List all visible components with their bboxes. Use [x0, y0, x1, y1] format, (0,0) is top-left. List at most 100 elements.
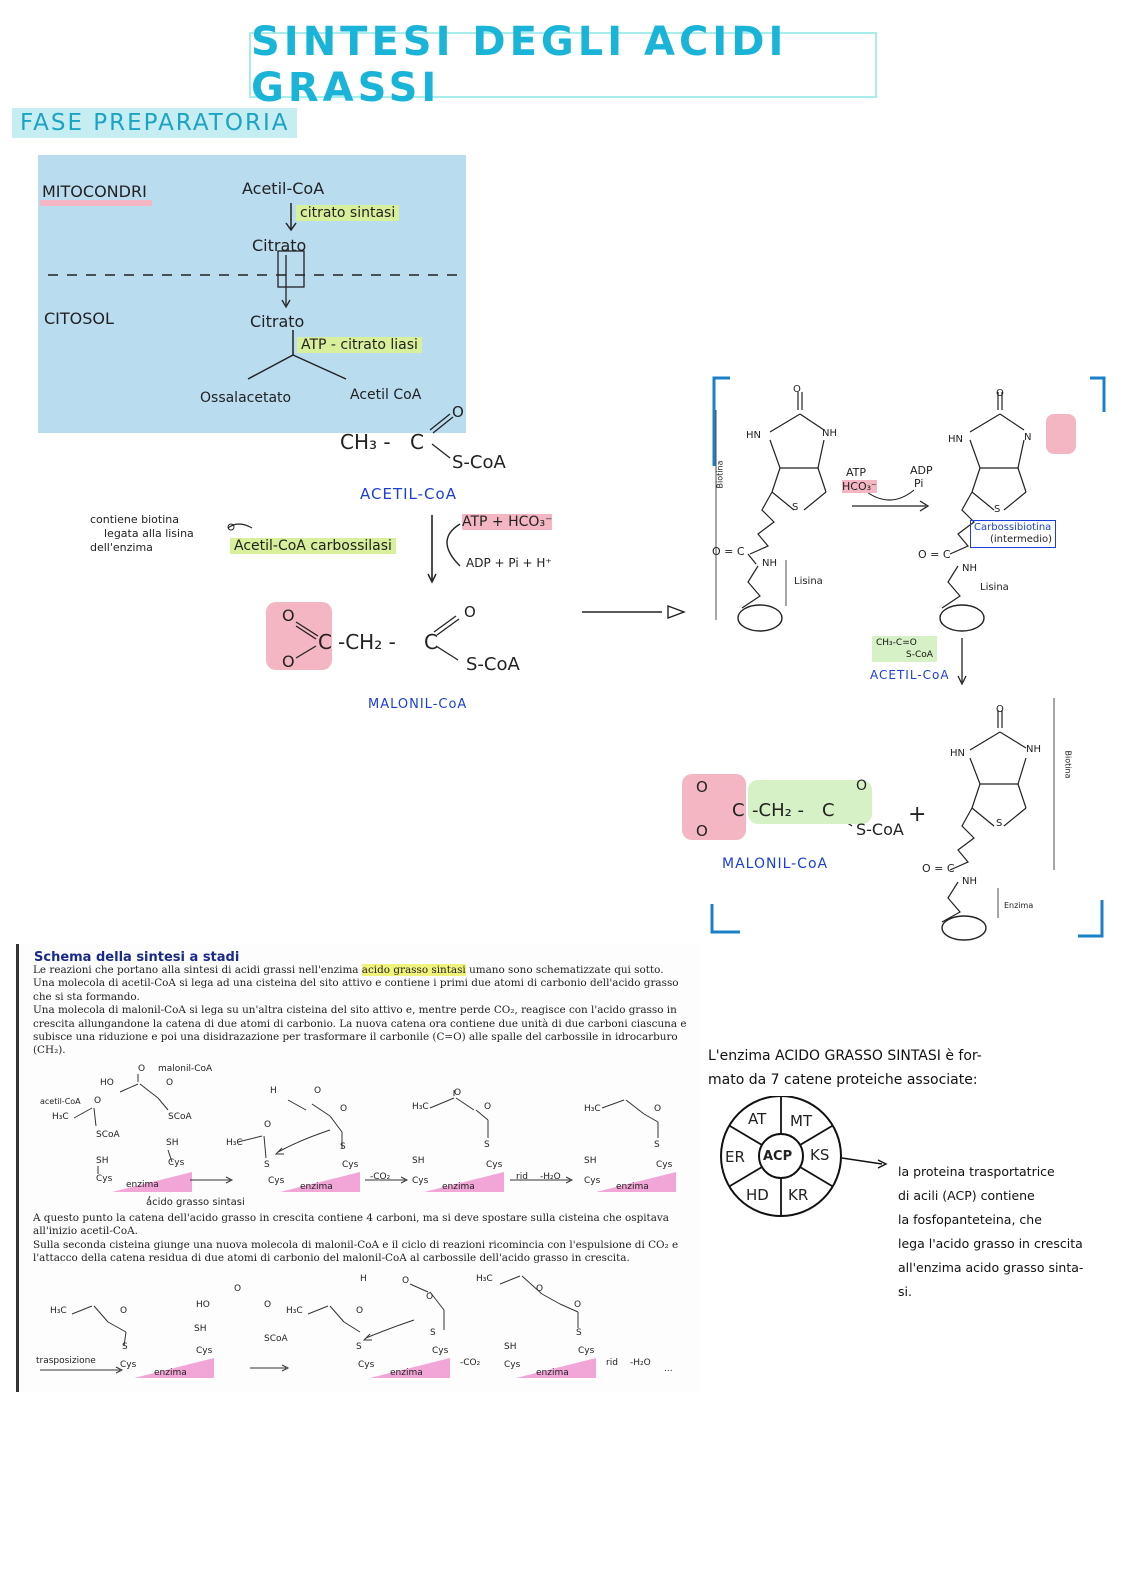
scheme-p3: Una molecola di malonil-CoA si lega su u… — [33, 1004, 687, 1057]
o-label-1b: O — [166, 1078, 174, 1088]
cys-label-4a: Cys — [584, 1176, 601, 1186]
o-label-2b: O — [340, 1104, 348, 1114]
malonyl2-c: C — [732, 800, 745, 821]
o-label-6b: O — [264, 1300, 272, 1310]
ellipsis: ... — [664, 1364, 673, 1374]
sh-label-1b: SH — [96, 1156, 109, 1166]
carboxy-highlight-2 — [1046, 414, 1076, 454]
acp-intro-l1: L'enzima ACIDO GRASSO SINTASI è for- — [708, 1048, 982, 1064]
cys-label-1b: Cys — [96, 1174, 113, 1184]
biotin-mechanism — [710, 376, 1106, 941]
malonyl-name: MALONIL-CoA — [368, 697, 468, 712]
acetyl-small-text: CH₃-C=O — [876, 638, 917, 648]
cys-label-5b: Cys — [196, 1346, 213, 1356]
acp-seg-at: AT — [748, 1110, 767, 1128]
title-box: SINTESI DEGLI ACIDI GRASSI — [249, 19, 877, 111]
o-label-5: O — [120, 1306, 128, 1316]
biotin1-lisina: Lisina — [794, 576, 823, 587]
malonyl2-c2: C — [822, 800, 835, 821]
acp-intro-l2: mato da 7 catene proteiche associate: — [708, 1072, 978, 1088]
scoa-label-1: SCoA — [168, 1112, 192, 1122]
sh-label-3: SH — [412, 1156, 425, 1166]
ho-label-6: HO — [196, 1300, 210, 1310]
biotin2-s: S — [994, 504, 1001, 515]
biotin1-s: S — [792, 502, 799, 513]
reaction-row-2 — [40, 1275, 579, 1374]
o-label-3b: O — [484, 1102, 492, 1112]
biotin3-nh: NH — [1026, 744, 1041, 755]
h3c-label-7: H₃C — [286, 1306, 303, 1316]
biotin2-o: O — [996, 388, 1004, 399]
o-label-8a: O — [536, 1284, 544, 1294]
acp-note-l5: all'enzima acido grasso sinta- — [898, 1260, 1084, 1275]
scheme-p1b: acido grasso sintasi — [361, 964, 466, 976]
o-label-1c: O — [94, 1096, 102, 1106]
minus-co2-1: -CO₂ — [370, 1172, 391, 1182]
citrato-top-label: Citrato — [252, 236, 307, 255]
scheme-p1c: umano sono schematizzate qui sotto. — [465, 964, 664, 976]
o-label-2c: O — [264, 1120, 272, 1130]
malonyl-bonds — [295, 615, 460, 661]
scheme-panel — [16, 944, 700, 1392]
minus-co2-2: -CO₂ — [460, 1358, 481, 1368]
cys-label-2b: Cys — [342, 1160, 359, 1170]
carboxyl-highlight-3 — [682, 774, 746, 840]
malonyl2-name: MALONIL-CoA — [722, 856, 829, 872]
malonyl-o2: O — [282, 652, 295, 671]
trasposizione-label: trasposizione — [36, 1356, 96, 1366]
cys-label-3b: Cys — [486, 1160, 503, 1170]
mech-adp: ADP — [910, 464, 933, 477]
acp-seg-mt: MT — [790, 1112, 813, 1130]
scheme-p4: A questo punto la catena dell'acido gras… — [33, 1212, 669, 1238]
rid-1: rid — [516, 1172, 528, 1182]
scheme-p2: Una molecola di acetil-CoA si lega ad un… — [33, 977, 679, 1003]
carbossibiotina-label: Carbossibiotina — [974, 522, 1052, 533]
plus-sign: + — [908, 802, 927, 827]
biotin1-biotina: Biotina — [715, 460, 725, 489]
o-label-7a: O — [356, 1306, 364, 1316]
adp-pi: ADP + Pi + H⁺ — [466, 556, 552, 570]
enzyme-label-3: enzima — [442, 1182, 475, 1192]
acetyl-coa-label-1: acetil-CoA — [40, 1097, 81, 1106]
note-arrow — [227, 523, 253, 531]
citrato-sintasi-label: citrato sintasi — [296, 205, 400, 221]
malonyl-ch2: -CH₂ - — [338, 630, 396, 654]
s-label-7b: S — [430, 1328, 436, 1338]
o-label-8b: O — [574, 1300, 582, 1310]
cys-label-8a: Cys — [504, 1360, 521, 1370]
page-title: SINTESI DEGLI ACIDI GRASSI — [251, 19, 788, 111]
carbossibiotina-box: Carbossibiotina (intermedio) — [970, 520, 1057, 548]
s-label-2a: S — [264, 1160, 270, 1170]
hand-note: acido grasso sintasi — [146, 1197, 245, 1208]
biotin2-oc: O = C — [918, 548, 951, 561]
mech-hco3: HCO₃⁻ — [842, 480, 877, 493]
rid-2: rid — [606, 1358, 618, 1368]
malonyl-o1: O — [282, 606, 295, 625]
biotin3-biotina: Biotina — [1063, 750, 1073, 779]
o-label-1a: O — [138, 1064, 146, 1074]
atp-hco3-text: ATP + HCO₃⁻ — [462, 514, 553, 530]
acp-center: ACP — [763, 1149, 793, 1164]
cys-label-7b: Cys — [432, 1346, 449, 1356]
malonyl2-o2: O — [696, 822, 708, 840]
acp-note-l6: si. — [898, 1284, 912, 1299]
scoa-label-6: SCoA — [264, 1334, 288, 1344]
acp-note-l1: la proteina trasportatrice — [898, 1164, 1055, 1179]
h3c-label-1: H₃C — [52, 1112, 69, 1122]
biotin1-nh: NH — [822, 428, 837, 439]
acetyl-name: ACETIL-CoA — [360, 485, 457, 503]
enzyme-label-1: enzima — [126, 1180, 159, 1190]
atp-citrato-liasi-label: ATP - citrato liasi — [297, 337, 422, 353]
acetyl-bonds — [429, 413, 454, 459]
h-label-2: H — [270, 1086, 277, 1096]
cys-label-4b: Cys — [656, 1160, 673, 1170]
ossalacetato-label: Ossalacetato — [200, 390, 292, 406]
acetyl-coa-small-label: ACETIL-CoA — [870, 668, 950, 682]
reaction-row-1 — [73, 1074, 659, 1200]
sh-label-5: SH — [194, 1324, 207, 1334]
acetyl-small: CH₃-C=O S-CoA — [872, 636, 937, 662]
carboxylase-enzyme: Acetil-CoA carbossilasi — [230, 538, 396, 554]
scheme-p1a: Le reazioni che portano alla sintesi di … — [33, 964, 362, 976]
intermedio-label: (intermedio) — [990, 534, 1053, 545]
biotin3-s: S — [996, 818, 1003, 829]
